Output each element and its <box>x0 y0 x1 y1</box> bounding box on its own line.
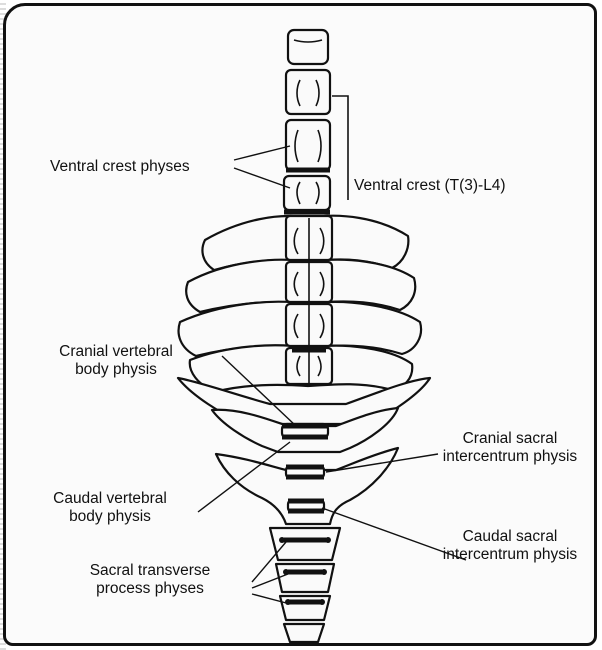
label-line: Sacral transverse <box>48 562 252 580</box>
label-line: process physes <box>48 580 252 598</box>
sacrum <box>212 408 398 524</box>
label-line: intercentrum physis <box>430 546 590 564</box>
label-cranial-vertebral-body-physis: Cranial vertebral body physis <box>18 343 214 379</box>
label-line: Cranial sacral <box>430 430 590 448</box>
label-line: body physis <box>20 508 200 526</box>
label-line: Cranial vertebral <box>18 343 214 361</box>
label-line: Caudal vertebral <box>20 490 200 508</box>
label-cranial-sacral-intercentrum-physis: Cranial sacral intercentrum physis <box>430 430 590 466</box>
vertebral-column-upper <box>284 30 348 212</box>
label-sacral-transverse-process-physes: Sacral transverse process physes <box>48 562 252 598</box>
label-ventral-crest-physes: Ventral crest physes <box>50 158 190 176</box>
label-caudal-sacral-intercentrum-physis: Caudal sacral intercentrum physis <box>430 528 590 564</box>
label-line: Caudal sacral <box>430 528 590 546</box>
label-caudal-vertebral-body-physis: Caudal vertebral body physis <box>20 490 200 526</box>
rib-layers <box>178 216 430 424</box>
label-line: intercentrum physis <box>430 448 590 466</box>
label-ventral-crest: Ventral crest (T(3)-L4) <box>354 177 506 195</box>
label-line: body physis <box>18 361 214 379</box>
caudal-segments <box>270 528 340 642</box>
